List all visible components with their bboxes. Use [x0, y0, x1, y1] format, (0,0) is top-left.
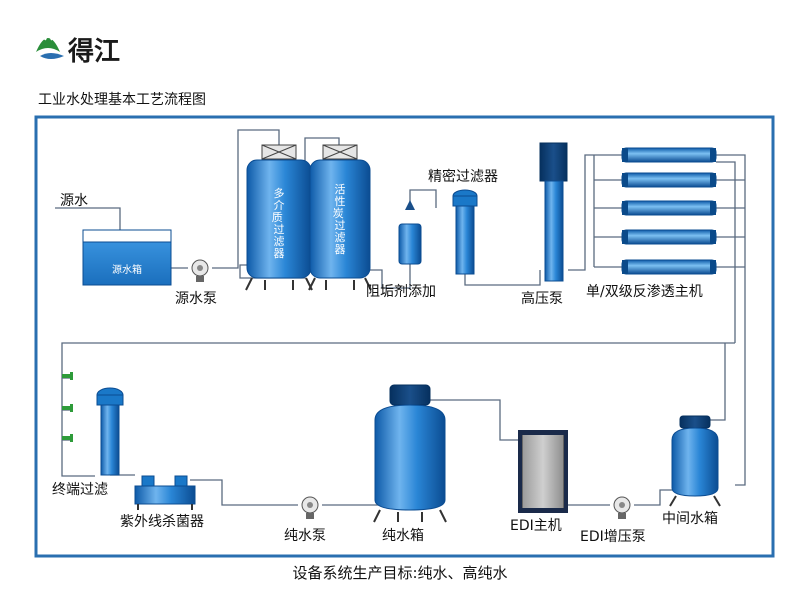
pure-water-pump-icon — [301, 496, 319, 519]
high-pressure-pump-label: 高压泵 — [521, 290, 563, 307]
ro-membrane — [621, 229, 717, 245]
multi-media-filter-label: 多介质 过滤器 — [272, 186, 287, 260]
uv-sterilizer — [134, 475, 196, 510]
multi-media-filter: 多介质 过滤器 — [245, 144, 313, 291]
carbon-filter: 活性炭 过滤器 — [308, 144, 372, 291]
source-pump-label: 源水泵 — [175, 291, 217, 307]
precision-filter-label: 精密过滤器 — [428, 168, 498, 185]
pure-water-tank — [373, 384, 447, 523]
pure-pump-label: 纯水泵 — [284, 528, 326, 544]
ro-membrane — [621, 147, 717, 163]
edi-unit — [518, 430, 568, 513]
source-water-label: 源水 — [60, 193, 88, 209]
ro-membrane-array — [621, 147, 717, 275]
antiscalant-label: 阻垢剂添加 — [366, 284, 436, 300]
intermediate-tank — [669, 415, 721, 507]
diagram-frame — [34, 115, 775, 558]
valve-icon — [62, 374, 72, 378]
uv-sterilizer-label: 紫外线杀菌器 — [120, 514, 204, 530]
brand-logo: 得江 — [36, 35, 120, 67]
edi-booster-pump-icon — [613, 496, 631, 519]
footer-caption: 设备系统生产目标:纯水、高纯水 — [292, 564, 507, 582]
high-pressure-pump — [539, 142, 568, 282]
source-pump-icon — [191, 259, 209, 282]
antiscalant-dosing-tank — [398, 200, 422, 265]
edi-unit-label: EDI主机 — [510, 518, 562, 534]
brand-name: 得江 — [67, 37, 120, 67]
source-tank: 源水箱 — [82, 229, 172, 286]
terminal-filter-label: 终端过滤 — [52, 482, 108, 498]
valve-icon — [62, 406, 72, 410]
leaf-logo-icon — [36, 35, 64, 59]
terminal-valves — [62, 372, 73, 442]
edi-pump-label: EDI增压泵 — [580, 529, 646, 545]
ro-membrane — [621, 172, 717, 188]
ro-membrane — [621, 259, 717, 275]
intermediate-tank-label: 中间水箱 — [662, 511, 718, 527]
ro-membrane — [621, 200, 717, 216]
precision-filter — [452, 189, 478, 275]
source-tank-label: 源水箱 — [112, 263, 142, 276]
ro-unit-label: 单/双级反渗透主机 — [586, 284, 703, 300]
diagram-title: 工业水处理基本工艺流程图 — [38, 91, 206, 108]
valve-icon — [62, 436, 72, 440]
carbon-filter-label: 活性炭 过滤器 — [333, 183, 348, 256]
pure-tank-label: 纯水箱 — [382, 528, 424, 544]
terminal-filter — [96, 387, 124, 476]
